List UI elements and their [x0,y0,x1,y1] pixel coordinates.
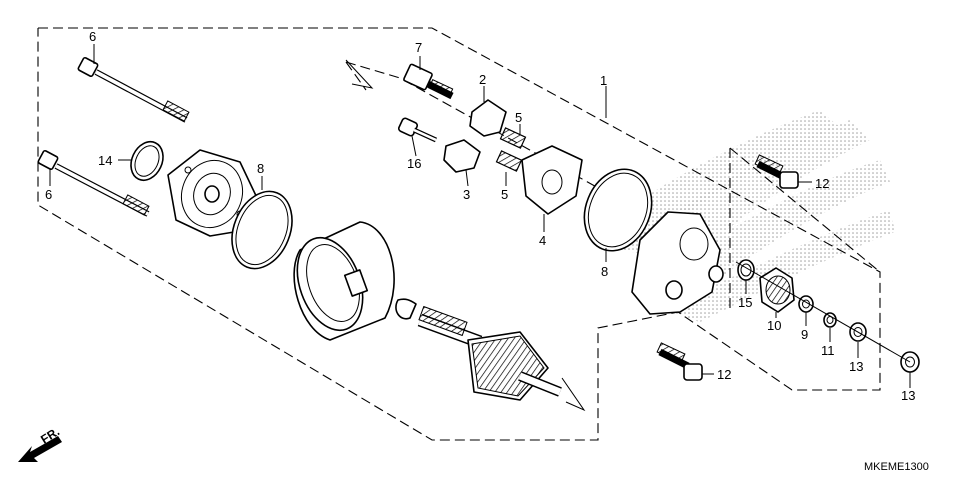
motor-yoke [293,221,395,341]
assembly-axis [735,261,911,363]
callout-7: 7 [415,40,422,55]
callout-1: 1 [600,73,607,88]
small-bolt [397,117,438,143]
front-direction-arrow [18,436,62,462]
diagram-code: MKEME1300 [864,461,929,473]
callout-8-right: 8 [601,264,608,279]
terminal-bolt [403,63,454,100]
callout-15: 15 [738,295,752,310]
flange-bolt-lower [656,342,703,381]
direction-mark [345,59,374,89]
callout-3: 3 [463,187,470,202]
callout-14: 14 [98,153,112,168]
leader-lines [49,44,911,388]
callout-16: 16 [407,156,421,171]
callout-13-lower: 13 [901,388,915,403]
brush-plate [521,145,583,215]
o-ring-small [130,140,164,182]
brush-holder-upper [469,99,507,137]
callout-5-upper: 5 [515,110,522,125]
callout-13-upper: 13 [849,359,863,374]
callout-12-lower: 12 [717,367,731,382]
callout-9: 9 [801,327,808,342]
rear-cover [167,149,259,237]
long-bolt-lower [37,149,150,217]
callout-5-lower: 5 [501,187,508,202]
armature [417,305,562,401]
callout-2: 2 [479,72,486,87]
callout-8-left: 8 [257,161,264,176]
callout-10: 10 [767,318,781,333]
washer-9 [798,295,814,313]
brush-spring-upper [499,127,527,149]
direction-mark-armature [561,377,586,412]
o-ring-large-left [231,190,293,270]
callout-6-lower: 6 [45,187,52,202]
retaining-clip [395,298,417,320]
flange-bolt-upper [754,154,799,189]
callout-4: 4 [539,233,546,248]
brush-spring-lower [495,150,523,172]
long-bolt-upper [77,56,190,123]
o-ring-large-right [583,168,653,252]
callout-12-upper: 12 [815,176,829,191]
washer-11 [823,312,837,328]
callout-6-upper: 6 [89,29,96,44]
callouts: 1 2 3 4 5 5 6 6 7 8 8 9 10 11 12 12 13 1… [45,29,915,403]
front-cover [631,211,724,315]
callout-11: 11 [821,343,835,358]
brush-holder-lower [443,139,481,173]
washer-15 [737,259,755,281]
